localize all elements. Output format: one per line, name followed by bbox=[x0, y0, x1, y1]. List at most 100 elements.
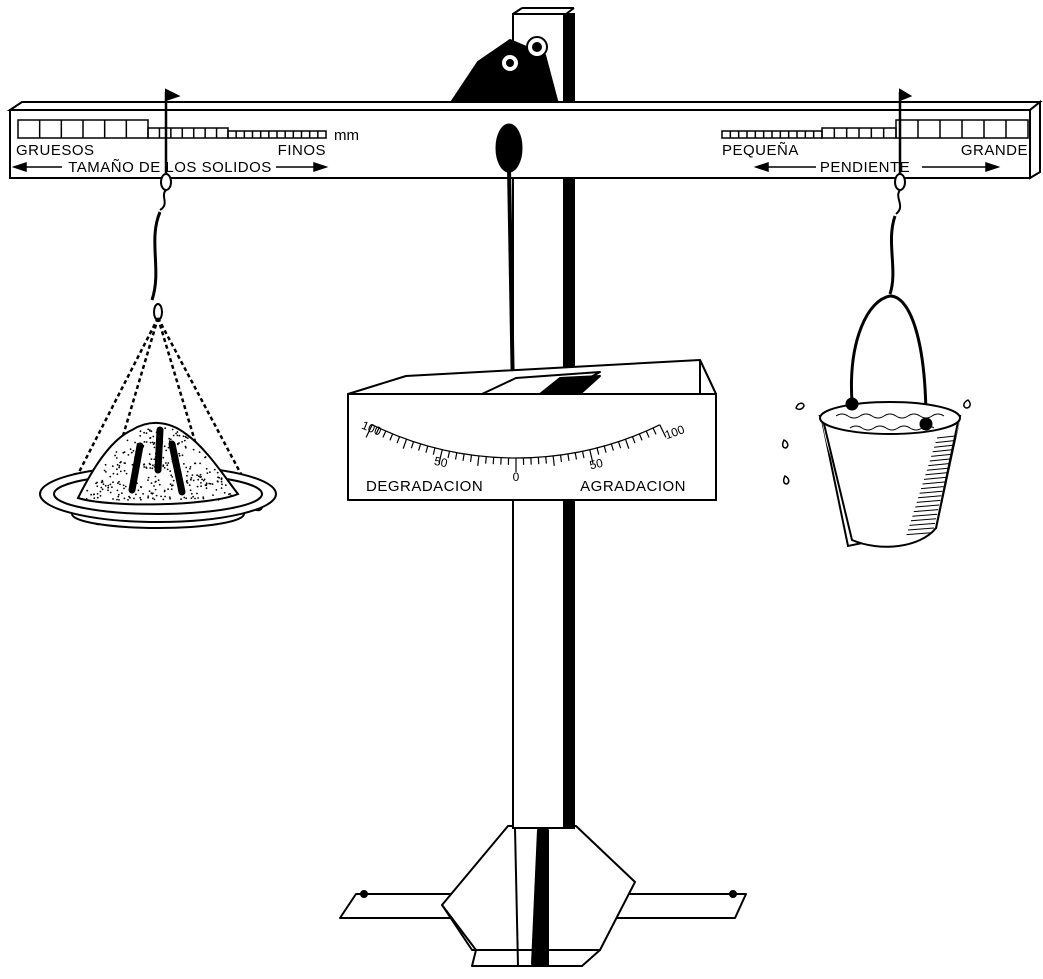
sand-grain bbox=[140, 486, 142, 488]
sand-grain bbox=[214, 469, 216, 471]
sand-grain bbox=[149, 490, 151, 492]
sand-grain bbox=[125, 486, 127, 488]
sand-grain bbox=[150, 492, 152, 494]
sand-grain bbox=[118, 467, 120, 469]
sand-grain bbox=[145, 466, 147, 468]
sand-grain bbox=[190, 489, 192, 491]
sand-grain bbox=[135, 494, 137, 496]
sand-grain bbox=[191, 477, 193, 479]
sand-grain bbox=[152, 436, 154, 438]
sand-grain bbox=[173, 435, 175, 437]
sand-grain bbox=[169, 470, 171, 472]
sand-grain bbox=[140, 499, 142, 501]
sand-grain bbox=[118, 494, 120, 496]
sand-grain bbox=[152, 464, 154, 466]
sand-grain bbox=[191, 497, 193, 499]
sand-grain bbox=[107, 487, 109, 489]
sand-grain bbox=[199, 463, 201, 465]
sand-grain bbox=[97, 497, 99, 499]
sand-grain bbox=[224, 492, 226, 494]
sand-grain bbox=[171, 476, 173, 478]
sand-grain bbox=[123, 484, 125, 486]
sand-grain bbox=[210, 483, 212, 485]
sand-grain bbox=[185, 437, 187, 439]
sand-grain bbox=[139, 497, 141, 499]
sand-grain bbox=[117, 473, 119, 475]
sand-grain bbox=[86, 490, 88, 492]
sediment-pan-icon bbox=[40, 318, 276, 528]
sand-grain bbox=[104, 470, 106, 472]
sand-grain bbox=[95, 483, 97, 485]
sand-grain bbox=[206, 487, 208, 489]
sand-grain bbox=[117, 496, 119, 498]
sand-grain bbox=[179, 455, 181, 457]
dial-tick bbox=[486, 457, 487, 464]
dial-zero: 0 bbox=[513, 470, 520, 484]
sand-grain bbox=[183, 463, 185, 465]
sand-grain bbox=[197, 479, 199, 481]
sand-grain bbox=[149, 463, 151, 465]
sand-grain bbox=[127, 499, 129, 501]
sand-grain bbox=[133, 498, 135, 500]
coarse-label: GRUESOS bbox=[16, 142, 95, 159]
sand-grain bbox=[189, 484, 191, 486]
sand-grain bbox=[179, 435, 181, 437]
sand-grain bbox=[169, 496, 171, 498]
sand-grain bbox=[116, 499, 118, 501]
sand-grain bbox=[167, 469, 169, 471]
sand-grain bbox=[186, 475, 188, 477]
sand-grain bbox=[193, 480, 195, 482]
sand-grain bbox=[146, 441, 148, 443]
sand-grain bbox=[175, 433, 177, 435]
sand-grain bbox=[154, 447, 156, 449]
sand-grain bbox=[147, 495, 149, 497]
sand-grain bbox=[212, 494, 214, 496]
sand-grain bbox=[185, 447, 187, 449]
sand-grain bbox=[187, 471, 189, 473]
sand-grain bbox=[225, 484, 227, 486]
sand-grain bbox=[168, 438, 170, 440]
sand-grain bbox=[140, 430, 142, 432]
sand-grain bbox=[197, 486, 199, 488]
sand-grain bbox=[144, 441, 146, 443]
sand-grain bbox=[164, 427, 166, 429]
sand-grain bbox=[199, 451, 201, 453]
sand-grain bbox=[192, 496, 194, 498]
sand-grain bbox=[100, 487, 102, 489]
sand-grain bbox=[130, 448, 132, 450]
sand-grain bbox=[221, 487, 223, 489]
sand-grain bbox=[97, 493, 99, 495]
sand-grain bbox=[101, 480, 103, 482]
sand-grain bbox=[162, 457, 164, 459]
sand-grain bbox=[178, 453, 180, 455]
sand-grain bbox=[207, 472, 209, 474]
sand-grain bbox=[103, 483, 105, 485]
sand-grain bbox=[127, 440, 129, 442]
stand-base bbox=[340, 826, 746, 966]
sand-grain bbox=[133, 450, 135, 452]
sand-grain bbox=[216, 489, 218, 491]
sand-grain bbox=[217, 476, 219, 478]
sand-grain bbox=[151, 458, 153, 460]
sand-grain bbox=[191, 493, 193, 495]
sand-grain bbox=[134, 442, 136, 444]
sand-grain bbox=[117, 490, 119, 492]
sand-grain bbox=[90, 494, 92, 496]
sand-grain bbox=[185, 467, 187, 469]
sand-grain bbox=[149, 437, 151, 439]
sand-grain bbox=[186, 481, 188, 483]
sand-grain bbox=[164, 491, 166, 493]
solids-size-caption: TAMAÑO DE LOS SOLIDOS bbox=[68, 159, 272, 176]
sand-grain bbox=[185, 497, 187, 499]
sand-grain bbox=[131, 452, 133, 454]
sand-grain bbox=[143, 466, 145, 468]
sand-grain bbox=[151, 430, 153, 432]
sand-grain bbox=[153, 458, 155, 460]
large-slope-label: GRANDE bbox=[961, 142, 1028, 159]
sand-grain bbox=[121, 492, 123, 494]
sand-grain bbox=[119, 484, 121, 486]
sand-grain bbox=[118, 499, 120, 501]
sand-grain bbox=[190, 466, 192, 468]
sand-grain bbox=[199, 476, 201, 478]
sand-grain bbox=[105, 471, 107, 473]
